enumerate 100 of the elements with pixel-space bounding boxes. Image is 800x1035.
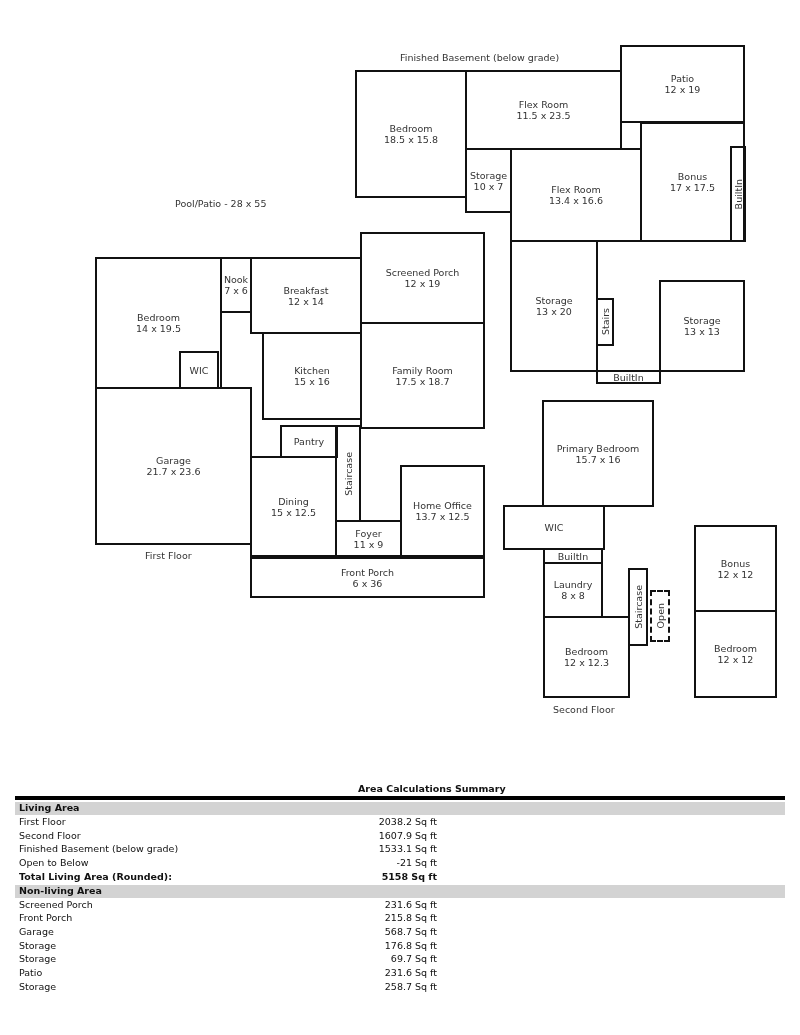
room-dimensions: 10 x 7 <box>473 180 504 192</box>
room-name: Pantry <box>293 436 325 447</box>
room-dimensions: 13.7 x 12.5 <box>415 511 470 522</box>
area-value: 69.7 Sq ft <box>390 953 437 965</box>
room-name: Bedroom <box>389 123 433 134</box>
section-heading: Living Area <box>19 802 80 813</box>
room-dimensions: 15 x 12.5 <box>271 506 316 518</box>
room-name: Bonus <box>720 557 751 569</box>
room-outline <box>596 370 661 384</box>
room-outline <box>543 616 630 698</box>
room-outline <box>335 520 402 557</box>
room-dimensions: 18.5 x 15.8 <box>384 134 438 145</box>
room-outline <box>400 465 485 557</box>
room-outline <box>510 240 598 372</box>
room-outline <box>650 590 670 642</box>
room-outline <box>262 332 362 420</box>
room-name: Staircase <box>632 585 644 629</box>
room-name: Bonus <box>677 171 708 182</box>
room-dimensions: 7 x 6 <box>224 285 248 296</box>
room-dimensions: 11.5 x 23.5 <box>516 110 571 121</box>
room-dimensions: 17.5 x 18.7 <box>395 375 450 387</box>
room-outline <box>250 257 362 334</box>
room-name: Patio <box>670 73 695 84</box>
room-dimensions: 12 x 19 <box>664 84 701 95</box>
room-dimensions: 6 x 36 <box>352 577 383 589</box>
room-name: Bedroom <box>137 312 180 323</box>
row-label: Patio <box>19 967 43 978</box>
room-outline <box>250 557 485 598</box>
room-name: Front Porch <box>340 566 395 578</box>
room-dimensions: 11 x 9 <box>353 538 384 550</box>
room-dimensions: 14 x 19.5 <box>136 323 181 334</box>
room-name: Foyer <box>355 527 382 539</box>
room-outline <box>596 298 614 346</box>
area-value: 215.8 Sq ft <box>384 912 437 924</box>
section-heading: Non-living Area <box>19 884 102 896</box>
room-name: Home Office <box>413 500 472 511</box>
room-outline <box>335 425 361 522</box>
room-name: BuiltIn <box>732 178 744 210</box>
room-dimensions: 12 x 12 <box>717 654 754 665</box>
room-dimensions: 8 x 8 <box>561 590 585 601</box>
room-outline <box>694 610 777 698</box>
room-name: WIC <box>189 364 209 376</box>
room-outline <box>220 257 252 313</box>
room-dimensions: 12 x 14 <box>288 295 324 307</box>
room-outline <box>659 280 745 372</box>
area-value: -21 Sq ft <box>396 857 437 869</box>
room-outline <box>360 322 485 429</box>
floor-label: Pool/Patio - 28 x 55 <box>175 198 267 209</box>
room-name: Breakfast <box>283 284 329 296</box>
room-name: Flex Room <box>518 99 569 110</box>
room-outline <box>694 525 777 612</box>
room-outline <box>95 257 222 389</box>
room-outline <box>250 456 337 557</box>
area-value: 176.8 Sq ft <box>384 939 437 951</box>
room-name: Storage <box>683 315 721 326</box>
room-name: Primary Bedroom <box>556 442 640 454</box>
room-dimensions: 15.7 x 16 <box>575 453 621 465</box>
row-label: Open to Below <box>19 857 89 869</box>
room-dimensions: 12 x 19 <box>404 278 441 289</box>
room-name: Dining <box>278 495 309 507</box>
room-dimensions: 15 x 16 <box>294 376 330 387</box>
area-value: 258.7 Sq ft <box>384 980 437 992</box>
room-dimensions: 12 x 12 <box>717 568 754 580</box>
row-label: Front Porch <box>19 912 73 924</box>
room-outline <box>95 387 252 545</box>
room-name: Laundry <box>553 579 593 590</box>
room-outline <box>179 351 219 389</box>
room-outline <box>628 568 648 646</box>
room-name: Bedroom <box>714 643 757 654</box>
row-label: Total Living Area (Rounded): <box>19 870 172 882</box>
room-outline <box>620 45 745 123</box>
room-outline <box>543 562 603 618</box>
room-outline <box>640 122 745 242</box>
room-dimensions: 13 x 20 <box>536 306 572 317</box>
row-label: Finished Basement (below grade) <box>19 843 179 855</box>
room-name: BuiltIn <box>557 550 589 562</box>
room-name: Staircase <box>342 451 354 496</box>
floor-label: Finished Basement (below grade) <box>400 52 560 63</box>
room-name: Open <box>654 603 666 629</box>
area-value: 231.6 Sq ft <box>384 898 437 910</box>
room-outline <box>465 70 622 150</box>
row-label: Screened Porch <box>19 898 93 910</box>
area-value: 2038.2 Sq ft <box>378 816 437 827</box>
room-name: Screened Porch <box>385 267 460 278</box>
room-name: Garage <box>156 455 191 466</box>
area-value: 1533.1 Sq ft <box>378 843 437 855</box>
room-outline <box>543 548 603 564</box>
room-name: Kitchen <box>294 365 330 376</box>
room-dimensions: 12 x 12.3 <box>564 657 609 668</box>
room-name: WIC <box>544 522 564 533</box>
room-outline <box>542 400 654 507</box>
room-dimensions: 21.7 x 23.6 <box>146 466 201 477</box>
room-name: Flex Room <box>551 184 601 195</box>
room-name: Bedroom <box>565 646 608 657</box>
room-outline <box>280 425 338 458</box>
area-value: 1607.9 Sq ft <box>378 829 437 841</box>
room-dimensions: 13 x 13 <box>684 326 720 337</box>
row-label: Garage <box>19 925 54 937</box>
room-outline <box>355 70 467 198</box>
room-name: Stairs <box>599 308 611 336</box>
